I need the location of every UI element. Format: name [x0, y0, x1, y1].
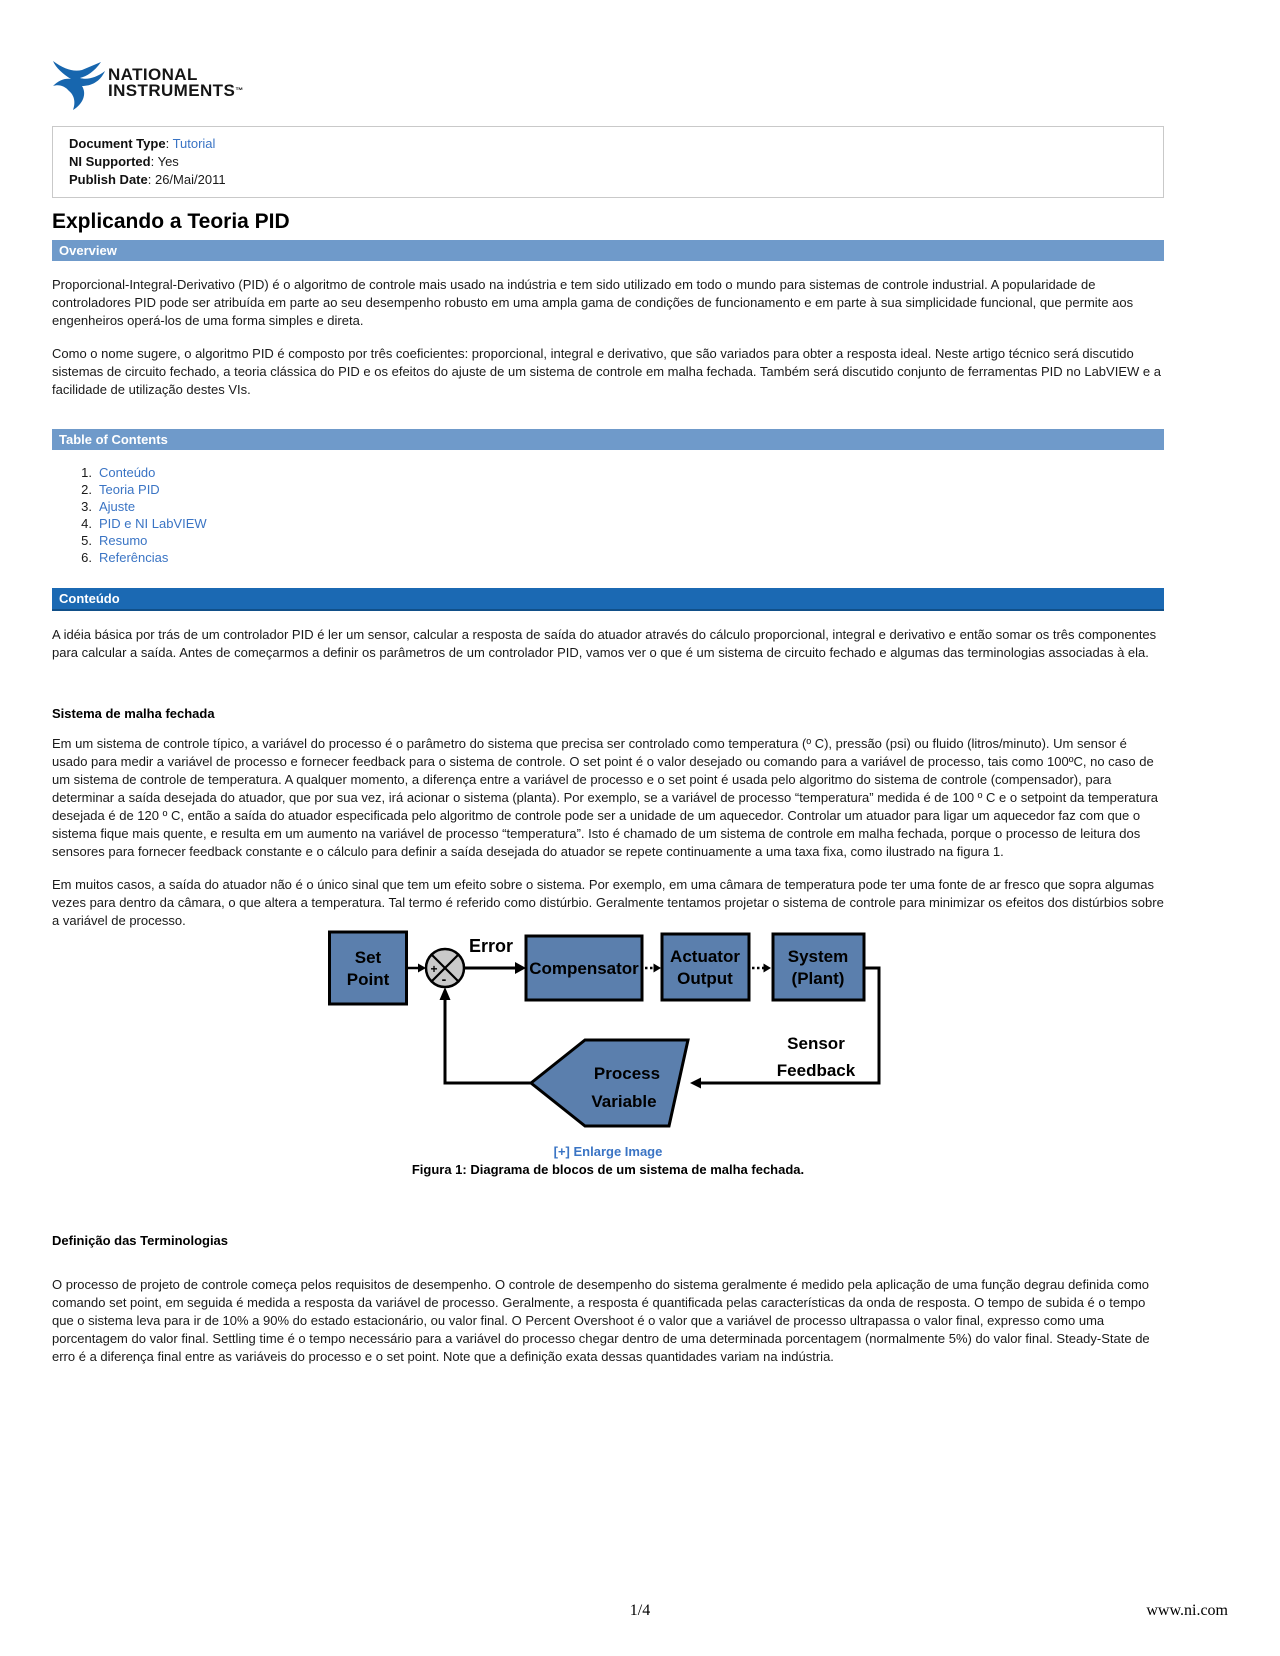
- toc-link-ajuste[interactable]: Ajuste: [99, 499, 136, 514]
- toc-link-pid-labview[interactable]: PID e NI LabVIEW: [99, 516, 207, 531]
- document-type-link[interactable]: Tutorial: [172, 136, 216, 151]
- error-arrowhead-icon: [515, 962, 526, 974]
- process-variable-label-line1: Process: [594, 1064, 660, 1083]
- compensator-box: [524, 934, 644, 1002]
- page-content: NATIONAL INSTRUMENTS™ Document Type: Tut…: [52, 0, 1164, 1366]
- dotted-arrowhead-2-icon: [763, 963, 771, 973]
- terminology-subheading: Definição das Terminologias: [52, 1233, 229, 1248]
- conteudo-section-header: Conteúdo: [52, 588, 1164, 611]
- toc-link-teoria-pid[interactable]: Teoria PID: [99, 482, 160, 497]
- closed-loop-paragraph-2: Em muitos casos, a saída do atuador não …: [52, 877, 1164, 928]
- page-title: Explicando a Teoria PID: [52, 210, 290, 233]
- block-diagram-svg: Set Point + - Error Compensator: [328, 930, 881, 1128]
- feedback-arrowhead-icon: [690, 1077, 701, 1089]
- sensor-feedback-label-line1: Sensor: [787, 1034, 845, 1053]
- junction-minus-sign: -: [442, 971, 447, 987]
- system-plant-box: [771, 932, 866, 1002]
- figure-1-caption: Figura 1: Diagrama de blocos de um siste…: [411, 1162, 805, 1177]
- document-type-separator: :: [165, 136, 173, 151]
- toc-item-teoria-pid: 2. Teoria PID: [52, 481, 1164, 498]
- figure-1-block-diagram: Set Point + - Error Compensator: [52, 930, 1164, 1135]
- junction-plus-sign: +: [430, 962, 437, 976]
- closed-loop-paragraph-1: Em um sistema de controle típico, a vari…: [52, 736, 1159, 859]
- table-of-contents: 1. Conteúdo 2. Teoria PID 3. Ajuste 4. PID e…: [52, 464, 1164, 566]
- ni-supported-label: NI Supported: [69, 154, 151, 169]
- page-footer: 1/4 www.ni.com: [52, 1602, 1228, 1622]
- enlarge-image-link[interactable]: [+] Enlarge Image: [553, 1144, 663, 1159]
- process-variable-label-line2: Variable: [591, 1092, 656, 1111]
- logo-line2: INSTRUMENTS: [108, 81, 236, 100]
- actuator-label-line1: Actuator: [670, 947, 740, 966]
- error-label: Error: [469, 936, 513, 956]
- compensator-label: Compensator: [529, 959, 639, 978]
- process-variable-arrow: [528, 1038, 690, 1128]
- logo-line1: NATIONAL: [108, 65, 198, 84]
- ni-logo: NATIONAL INSTRUMENTS™: [52, 60, 1164, 112]
- actuator-output-box: [660, 932, 751, 1002]
- overview-paragraph-2: Como o nome sugere, o algoritmo PID é co…: [52, 346, 1161, 397]
- toc-link-referencias[interactable]: Referências: [99, 550, 169, 565]
- toc-item-resumo: 5. Resumo: [52, 532, 1164, 549]
- closed-loop-subheading: Sistema de malha fechada: [52, 706, 215, 721]
- document-info-box: Document Type: Tutorial NI Supported: Ye…: [52, 126, 1164, 198]
- set-point-label-line2: Point: [347, 970, 390, 989]
- feedback-return-line: [443, 993, 531, 1085]
- dotted-arrowhead-1-icon: [653, 963, 661, 973]
- document-type-row: Document Type: Tutorial: [69, 135, 1147, 153]
- figure-links-row: [+] Enlarge Image: [52, 1143, 1164, 1160]
- document-type-label: Document Type: [69, 136, 166, 151]
- feedback-line: [695, 966, 881, 1085]
- toc-link-resumo[interactable]: Resumo: [99, 533, 148, 548]
- toc-number: 5.: [81, 533, 92, 548]
- publish-date-value: : 26/Mai/2011: [147, 172, 226, 187]
- ni-supported-row: NI Supported: Yes: [69, 153, 1147, 171]
- toc-number: 6.: [81, 550, 92, 565]
- terminology-paragraph: O processo de projeto de controle começa…: [52, 1277, 1150, 1364]
- footer-page-number: 1/4: [629, 1602, 651, 1619]
- toc-number: 4.: [81, 516, 92, 531]
- feedback-up-arrowhead-icon: [439, 987, 451, 1000]
- ni-eagle-icon: [53, 61, 105, 110]
- ni-logo-text: NATIONAL INSTRUMENTS™: [108, 65, 244, 100]
- publish-date-label: Publish Date: [69, 172, 148, 187]
- conteudo-paragraph-1: A idéia básica por trás de um controlado…: [52, 627, 1157, 660]
- toc-item-conteudo: 1. Conteúdo: [52, 464, 1164, 481]
- system-label-line2: (Plant): [792, 969, 845, 988]
- system-label-line1: System: [788, 947, 848, 966]
- ni-supported-value: : Yes: [150, 154, 179, 169]
- publish-date-row: Publish Date: 26/Mai/2011: [69, 171, 1147, 189]
- actuator-label-line2: Output: [677, 969, 733, 988]
- sensor-feedback-label-line2: Feedback: [777, 1061, 856, 1080]
- toc-item-ajuste: 3. Ajuste: [52, 498, 1164, 515]
- overview-section-header: Overview: [52, 240, 1164, 261]
- trademark-symbol: ™: [235, 86, 244, 95]
- overview-paragraph-1: Proporcional-Integral-Derivativo (PID) é…: [52, 277, 1134, 328]
- toc-number: 3.: [81, 499, 92, 514]
- set-point-label-line1: Set: [355, 948, 382, 967]
- junction-cross-line-2: [430, 953, 460, 983]
- set-point-box: [328, 930, 408, 1006]
- toc-item-referencias: 6. Referências: [52, 549, 1164, 566]
- toc-section-header: Table of Contents: [52, 429, 1164, 450]
- toc-number: 2.: [81, 482, 92, 497]
- toc-number: 1.: [81, 465, 92, 480]
- setpoint-arrowhead-icon: [418, 963, 426, 973]
- toc-link-conteudo[interactable]: Conteúdo: [99, 465, 156, 480]
- toc-item-pid-labview: 4. PID e NI LabVIEW: [52, 515, 1164, 532]
- footer-website: www.ni.com: [1146, 1602, 1228, 1619]
